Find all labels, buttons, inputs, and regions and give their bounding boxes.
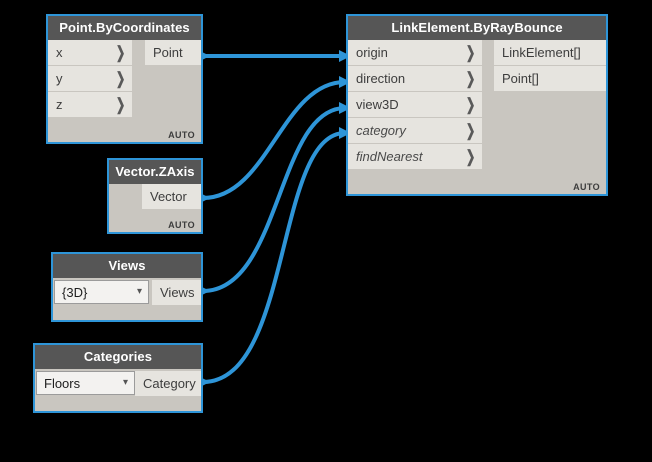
node-point-bycoordinates[interactable]: Point.ByCoordinates x ❯ y ❯ z ❯ Point AU… [46, 14, 203, 144]
input-port-z[interactable]: z ❯ [48, 92, 132, 118]
port-label: findNearest [356, 149, 423, 164]
port-label: category [356, 123, 406, 138]
dropdown-value: {3D} [62, 284, 88, 300]
chevron-right-icon: ❯ [115, 69, 126, 88]
chevron-right-icon: ❯ [465, 121, 476, 140]
output-port-point-array[interactable]: Point[] [494, 66, 606, 92]
input-port-y[interactable]: y ❯ [48, 66, 132, 92]
node-body: {3D} ▾ Views [53, 278, 201, 320]
node-title: LinkElement.ByRayBounce [348, 16, 606, 40]
node-title: Point.ByCoordinates [48, 16, 201, 40]
port-label: LinkElement[] [502, 45, 581, 60]
port-label: Point[] [502, 71, 539, 86]
node-linkelement-byraybounce[interactable]: LinkElement.ByRayBounce origin ❯ directi… [346, 14, 608, 196]
chevron-right-icon: ❯ [465, 147, 476, 166]
chevron-right-icon: ❯ [465, 69, 476, 88]
node-run-state-label: AUTO [573, 182, 600, 192]
node-categories[interactable]: Categories Floors ▾ Category [33, 343, 203, 413]
wire-vector-to-direction [202, 80, 346, 200]
node-title: Vector.ZAxis [109, 160, 201, 184]
chevron-down-icon: ▾ [136, 286, 142, 297]
port-label: x [56, 45, 63, 60]
output-port-linkelement-array[interactable]: LinkElement[] [494, 40, 606, 66]
chevron-down-icon: ▾ [122, 377, 128, 388]
node-run-state-label: AUTO [168, 130, 195, 140]
node-body: Vector AUTO [109, 184, 201, 232]
node-run-state-label: AUTO [168, 220, 195, 230]
chevron-right-icon: ❯ [465, 95, 476, 114]
output-port-views[interactable]: Views [152, 280, 201, 306]
input-port-x[interactable]: x ❯ [48, 40, 132, 66]
wire-views-to-view3d [202, 106, 346, 293]
output-port-point[interactable]: Point [145, 40, 201, 66]
node-body: origin ❯ direction ❯ view3D ❯ category ❯… [348, 40, 606, 194]
input-port-findnearest[interactable]: findNearest ❯ [348, 144, 482, 170]
output-port-category[interactable]: Category [135, 371, 201, 397]
port-label: Point [153, 45, 183, 60]
node-views[interactable]: Views {3D} ▾ Views [51, 252, 203, 322]
input-port-direction[interactable]: direction ❯ [348, 66, 482, 92]
chevron-right-icon: ❯ [115, 43, 126, 62]
port-label: Category [143, 376, 196, 391]
wire-categories-to-category [202, 131, 346, 384]
port-label: y [56, 71, 63, 86]
input-port-view3d[interactable]: view3D ❯ [348, 92, 482, 118]
port-label: z [56, 97, 63, 112]
chevron-right-icon: ❯ [115, 95, 126, 114]
output-port-vector[interactable]: Vector [142, 184, 201, 210]
views-dropdown[interactable]: {3D} ▾ [54, 280, 149, 304]
chevron-right-icon: ❯ [465, 43, 476, 62]
port-label: Vector [150, 189, 187, 204]
input-port-category[interactable]: category ❯ [348, 118, 482, 144]
node-title: Categories [35, 345, 201, 369]
port-label: origin [356, 45, 388, 60]
node-vector-zaxis[interactable]: Vector.ZAxis Vector AUTO [107, 158, 203, 234]
port-label: Views [160, 285, 195, 300]
port-label: direction [356, 71, 406, 86]
node-body: x ❯ y ❯ z ❯ Point AUTO [48, 40, 201, 142]
node-title: Views [53, 254, 201, 278]
categories-dropdown[interactable]: Floors ▾ [36, 371, 135, 395]
dropdown-value: Floors [44, 375, 81, 391]
port-label: view3D [356, 97, 399, 112]
wire-endpoints [198, 50, 351, 388]
node-body: Floors ▾ Category [35, 369, 201, 411]
input-port-origin[interactable]: origin ❯ [348, 40, 482, 66]
